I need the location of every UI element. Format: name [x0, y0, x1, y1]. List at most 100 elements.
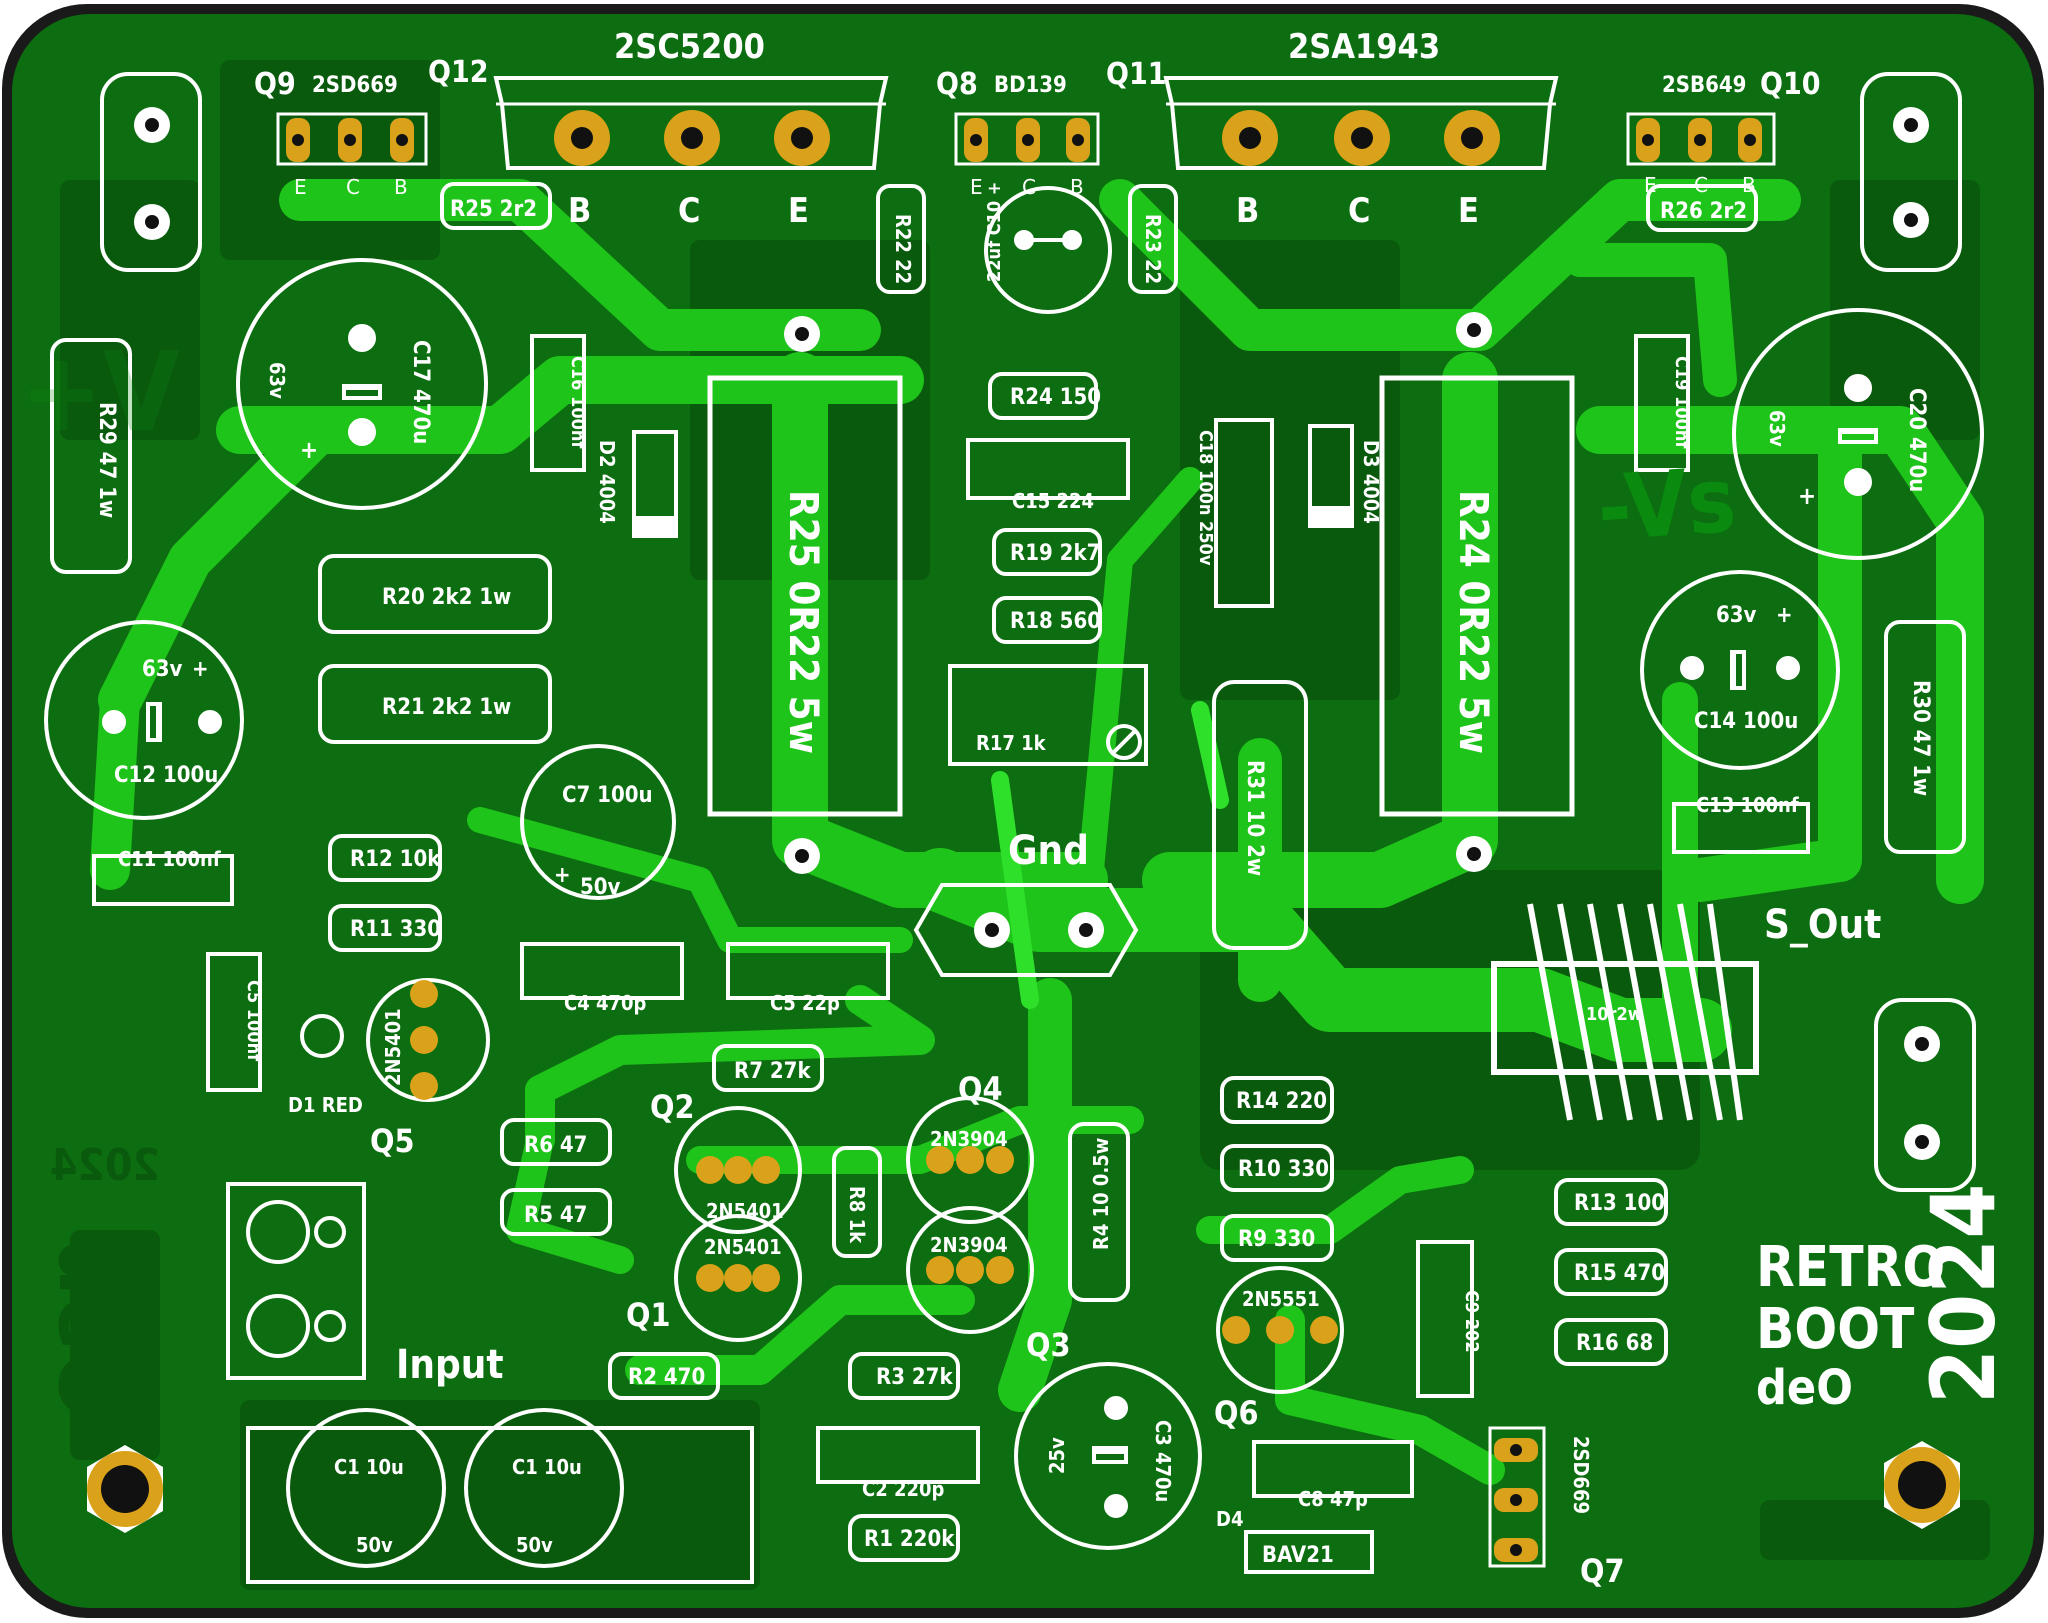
q9-pin-b: B — [394, 175, 408, 199]
r19-label: R19 2k7 — [1010, 541, 1100, 566]
q11-label: Q11 — [1106, 57, 1167, 92]
r24-label: R24 150 — [1010, 385, 1101, 410]
boot-label: BOOT — [1756, 1297, 1915, 1362]
large-cap-symbols — [102, 230, 1878, 1518]
r14-label: R14 220 — [1236, 1089, 1327, 1114]
q11-power-transistor — [1163, 76, 1559, 170]
r1-label: R1 220k — [864, 1527, 955, 1552]
q2-part-label: 2N5401 — [706, 1199, 784, 1223]
c12-plus: + — [192, 657, 209, 682]
r21-label: R21 2k2 1w — [382, 695, 511, 720]
r26-small-label: R26 2r2 — [1660, 199, 1747, 224]
r23-label: R23 22 — [1141, 214, 1165, 284]
r18-label: R18 560 — [1010, 609, 1101, 634]
r17-label: R17 1k — [976, 731, 1047, 755]
silkscreen-text: Q9 2SD669 Q12 2SC5200 Q8 BD139 Q11 2SA19… — [20, 27, 2015, 1590]
q9-pins — [276, 112, 428, 166]
q3-part-label: 2N3904 — [930, 1233, 1008, 1257]
q10-pin-e: E — [1644, 173, 1657, 197]
q11-part: 2SA1943 — [1288, 27, 1440, 67]
q12-part: 2SC5200 — [614, 27, 765, 67]
r11-label: R11 330 — [350, 917, 441, 942]
r7-label: R7 27k — [734, 1059, 811, 1084]
q8-pin-c: C — [1022, 175, 1036, 199]
q8-pin-e: E — [970, 175, 983, 199]
c12-label: C12 100u — [114, 763, 218, 788]
c1-block — [246, 1426, 754, 1584]
q7-part-label: 2SD669 — [1569, 1436, 1593, 1514]
d1-label: D1 RED — [288, 1093, 363, 1117]
output-coil — [1491, 903, 1759, 1121]
q4-part-label: 2N3904 — [930, 1127, 1008, 1151]
c20-voltage: 63v — [1765, 410, 1789, 447]
c17-plus: + — [300, 436, 318, 464]
r29-label: R29 47 1w — [94, 402, 119, 518]
q9-part: 2SD669 — [312, 73, 398, 98]
q11-pin-b: B — [1236, 191, 1259, 231]
q10-part: 2SB649 — [1662, 73, 1746, 98]
copper-traces — [90, 179, 1984, 1485]
gnd-label: Gnd — [1008, 828, 1089, 874]
mirror-deo-label: deO — [38, 1238, 143, 1420]
r10-label: R10 330 — [1238, 1157, 1329, 1182]
c13-label: C13 100nf — [1696, 793, 1799, 817]
q5-label: Q5 — [370, 1122, 415, 1160]
q5-part-label: 2N5401 — [381, 1008, 405, 1086]
d2-label: D2 4004 — [595, 440, 619, 524]
q12-pin-c: C — [678, 191, 700, 231]
q10-pin-b: B — [1742, 173, 1756, 197]
c15-label: C15 224 — [1012, 489, 1094, 513]
c5v-label: C5 100nf — [243, 980, 264, 1062]
r17-trimmer — [948, 664, 1148, 766]
c7-label: C7 100u — [562, 783, 653, 808]
r25-big-label: R25 0R22 5w — [780, 490, 826, 754]
r5-label: R5 47 — [524, 1203, 587, 1228]
c14-voltage: 63v — [1716, 603, 1757, 628]
year-label: 2024 — [1912, 1184, 2015, 1404]
q10-label: Q10 — [1760, 67, 1821, 102]
c5-label: C5 22p — [770, 991, 840, 1015]
retro-label: RETRO — [1756, 1235, 1945, 1300]
copper-pours — [60, 60, 1990, 1590]
q12-label: Q12 — [428, 55, 489, 90]
r4-label: R4 10 0.5w — [1089, 1138, 1113, 1250]
c17-voltage: 63v — [265, 362, 289, 399]
r8-label: R8 1k — [845, 1186, 869, 1244]
c16-label: C16 100nf — [567, 356, 588, 449]
r3-label: R3 27k — [876, 1365, 953, 1390]
s-out-label: S_Out — [1764, 902, 1881, 948]
q11-pin-e: E — [1458, 191, 1479, 231]
vminus-label: -Vs — [1594, 448, 1739, 562]
r30-label: R30 47 1w — [1908, 680, 1933, 796]
c19-label: C19 100nf — [1671, 356, 1692, 449]
mount-out-outline — [1874, 998, 1976, 1192]
c18-label: C18 100n 250v — [1195, 430, 1216, 566]
c1b-voltage: 50v — [516, 1533, 553, 1557]
film-capacitors — [92, 334, 1810, 1498]
q9-pin-c: C — [346, 175, 360, 199]
q10-pins — [1626, 112, 1776, 166]
q8-label: Q8 — [936, 67, 978, 102]
q11-pin-c: C — [1348, 191, 1370, 231]
r15-label: R15 470 — [1574, 1261, 1665, 1286]
c2-label: C2 220p — [862, 1477, 945, 1501]
q12-pin-b: B — [568, 191, 591, 231]
r20-label: R20 2k2 1w — [382, 585, 511, 610]
axial-resistors — [50, 182, 1966, 1562]
r13-label: R13 100 — [1574, 1191, 1665, 1216]
small-transistor-pads — [410, 980, 1338, 1344]
q2-label: Q2 — [650, 1088, 695, 1126]
c1a-label: C1 10u — [334, 1455, 404, 1479]
q3-label: Q3 — [1026, 1326, 1071, 1364]
c14-label: C14 100u — [1694, 709, 1798, 734]
q7-label: Q7 — [1580, 1552, 1625, 1590]
r12-label: R12 10k — [350, 847, 441, 872]
q1-label: Q1 — [626, 1296, 671, 1334]
r9-label: R9 330 — [1238, 1227, 1315, 1252]
small-transistors — [300, 978, 1344, 1394]
q12-pin-e: E — [788, 191, 809, 231]
c3-label: C3 470u — [1151, 1420, 1175, 1502]
q12-power-transistor — [493, 76, 889, 170]
input-label: Input — [396, 1342, 504, 1388]
r31-label: R31 10 2w — [1242, 760, 1267, 876]
